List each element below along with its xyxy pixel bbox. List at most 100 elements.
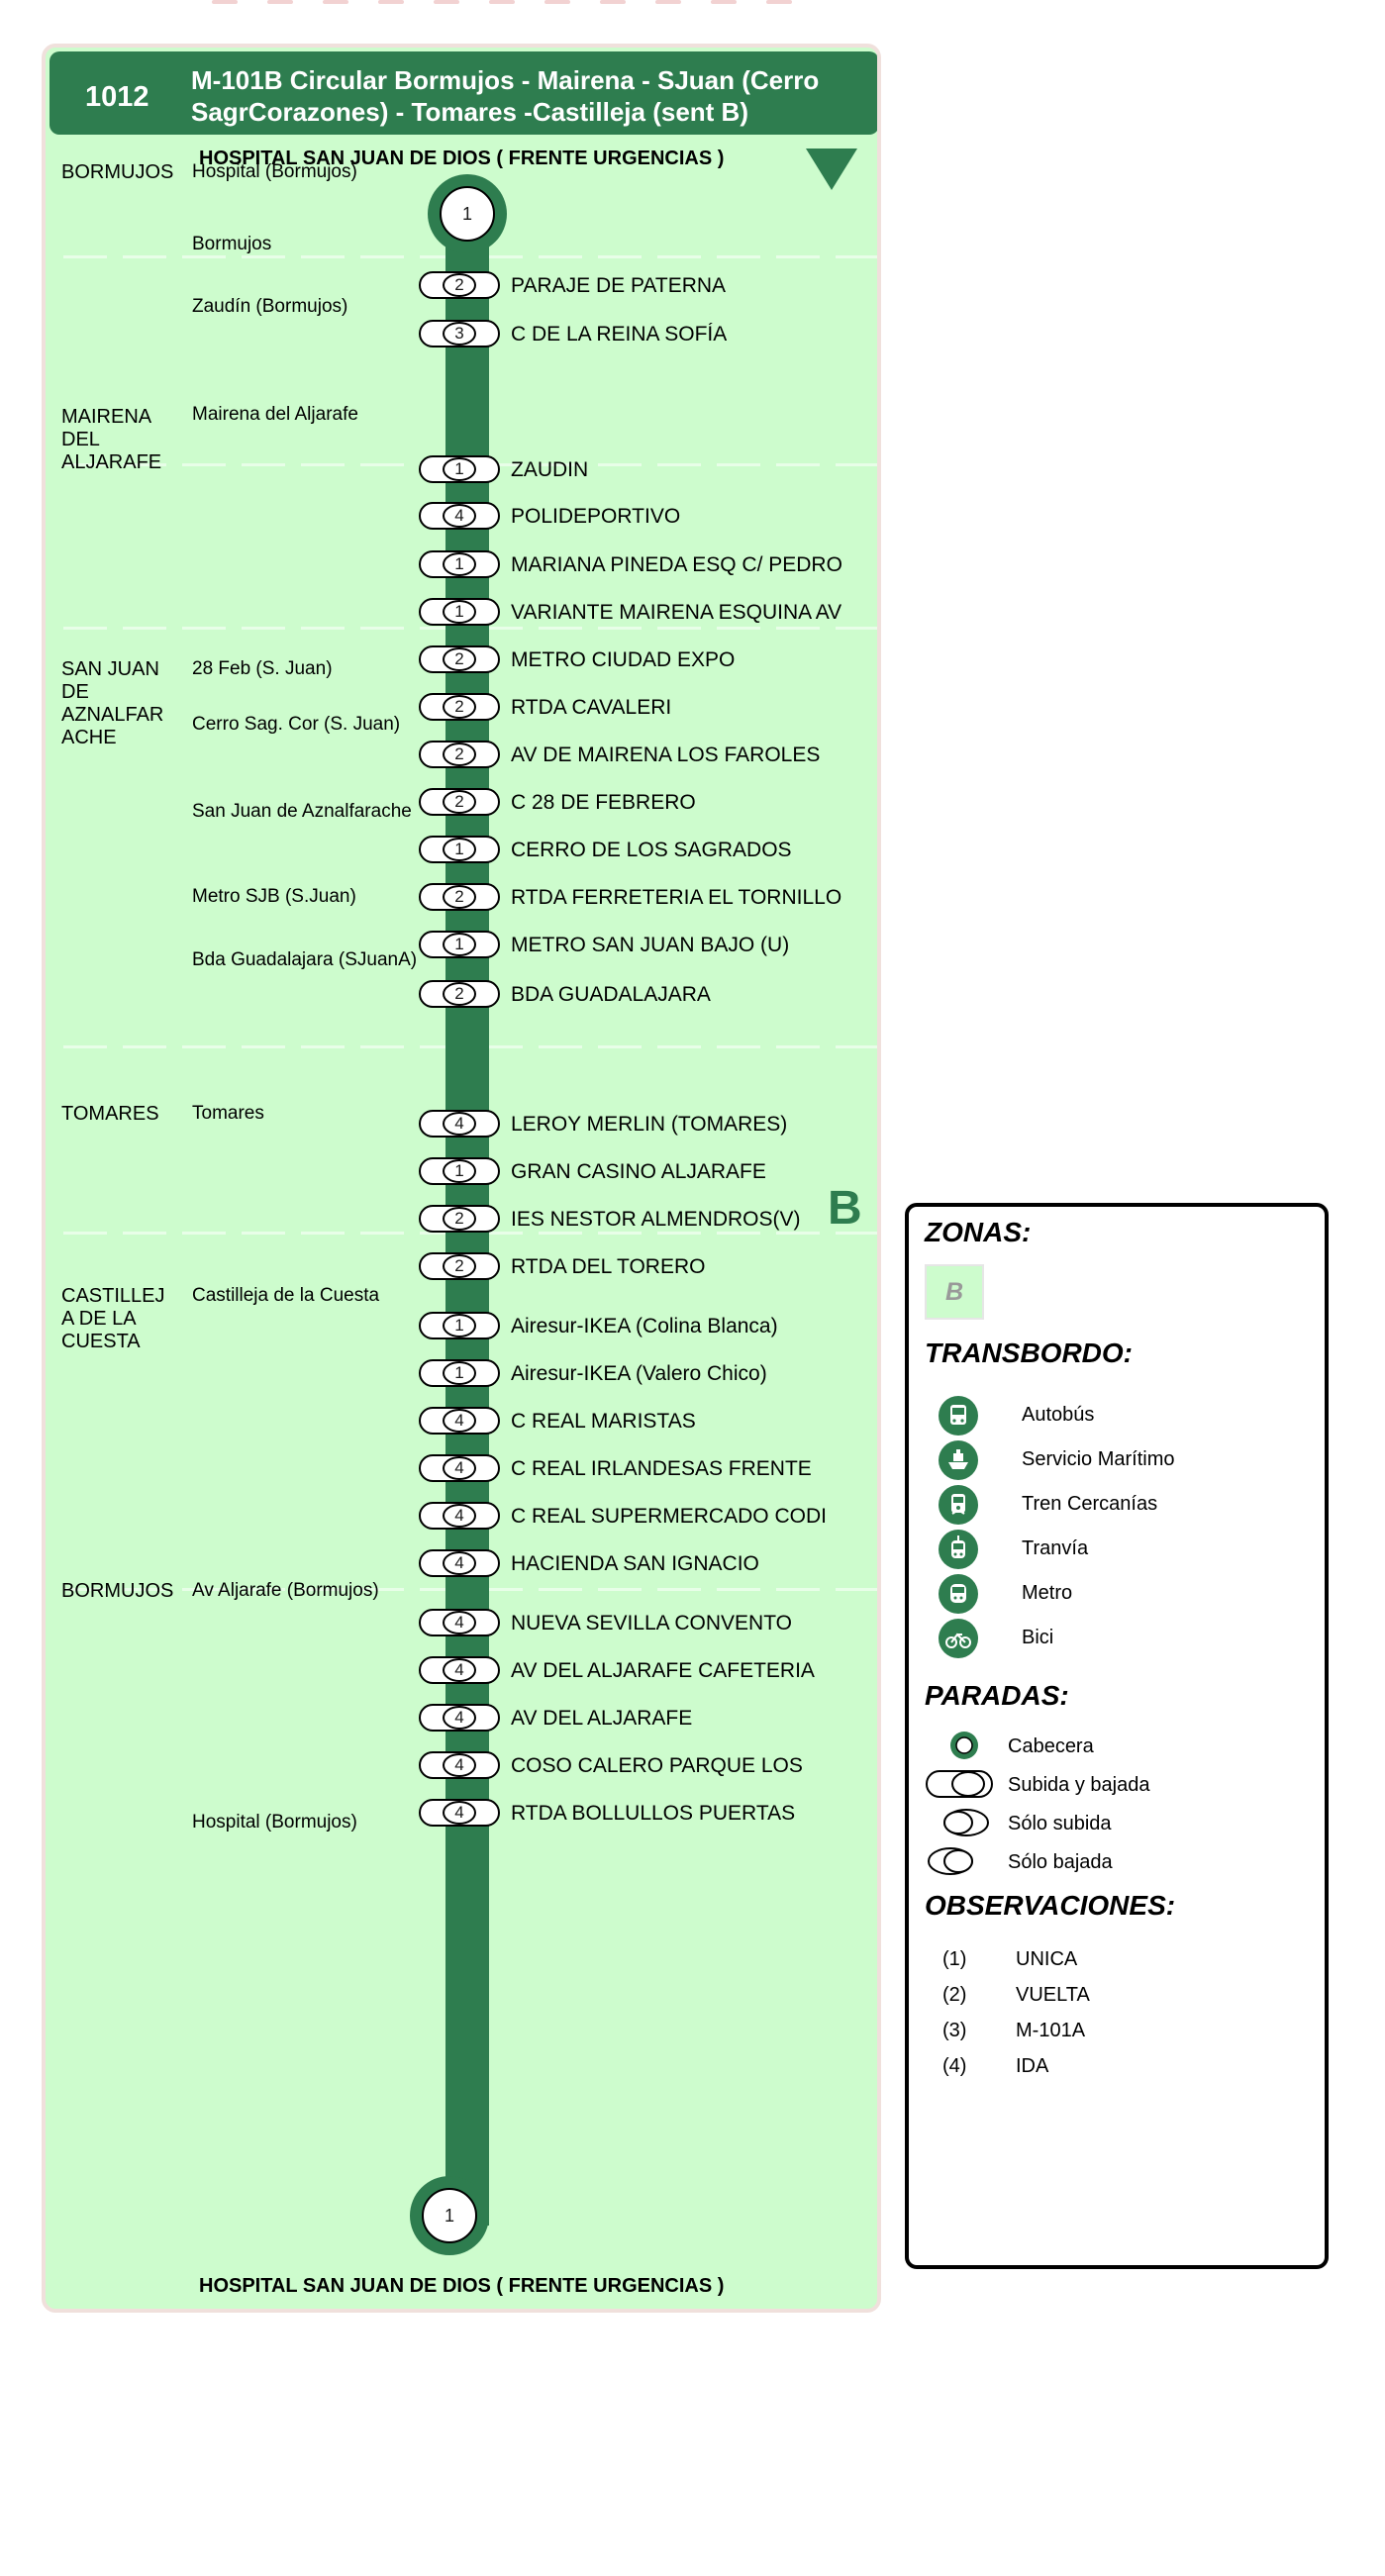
stop-observation-code: 2 (443, 1254, 476, 1278)
dash-segment (539, 255, 582, 258)
route-name-line-2: SagrCorazones) - Tomares -Castilleja (se… (191, 97, 748, 127)
stop-observation-code: 3 (443, 322, 476, 346)
dash-segment (420, 255, 463, 258)
dash-segment (360, 1232, 404, 1235)
stop-marker-icon: 4 (419, 1502, 500, 1530)
stop-name: PARAJE DE PATERNA (511, 274, 727, 297)
municipality-label: BORMUJOS (61, 161, 174, 183)
route-name-line-1: M-101B Circular Bormujos - Mairena - SJu… (191, 65, 820, 95)
stop-observation-code: 4 (443, 1706, 476, 1730)
dash-segment (123, 255, 166, 258)
top-dash (434, 0, 459, 4)
stop-name: LEROY MERLIN (TOMARES) (511, 1113, 788, 1136)
dash-segment (123, 463, 166, 466)
stop-marker-icon: 2 (419, 788, 500, 816)
board-alight-stop-icon (925, 1767, 996, 1806)
dash-row (46, 1045, 877, 1048)
dash-segment (717, 1045, 760, 1048)
top-dash (655, 0, 681, 4)
dash-segment (123, 1232, 166, 1235)
stop-marker-icon: 4 (419, 1656, 500, 1684)
stop-name: AV DEL ALJARAFE CAFETERIA (511, 1659, 815, 1682)
transfer-row: Tren Cercanías (939, 1485, 1315, 1525)
dash-segment (242, 255, 285, 258)
dash-segment (836, 255, 877, 258)
stop-type-label: Subida y bajada (1008, 1774, 1150, 1796)
stop-name: GRAN CASINO ALJARAFE (511, 1160, 766, 1183)
dash-segment (598, 255, 642, 258)
stop-marker-icon: 2 (419, 1252, 500, 1280)
stop-name: C REAL SUPERMERCADO CODI (511, 1505, 827, 1528)
observation-row: (1)UNICA (942, 1948, 1309, 1978)
dash-segment (539, 1045, 582, 1048)
dash-segment (717, 463, 760, 466)
dash-row (46, 255, 877, 258)
alight-only-stop-icon (925, 1844, 996, 1883)
stop-row: 4 C REAL SUPERMERCADO CODI (46, 1499, 877, 1533)
dash-segment (598, 627, 642, 630)
dash-segment (657, 1045, 701, 1048)
bike-icon (939, 1619, 978, 1658)
dash-segment (479, 255, 523, 258)
stop-marker-icon: 4 (419, 502, 500, 530)
dash-segment (657, 1588, 701, 1591)
dash-segment (242, 1045, 285, 1048)
stop-marker-icon: 4 (419, 1799, 500, 1827)
dash-segment (776, 1232, 820, 1235)
dash-segment (420, 1045, 463, 1048)
top-decoration (0, 0, 1385, 6)
dash-segment (182, 255, 226, 258)
locality-label: Metro SJB (S.Juan) (192, 886, 356, 907)
dash-segment (301, 255, 345, 258)
municipality-label: MAIRENA DEL ALJARAFE (61, 406, 162, 473)
transfer-label: Autobús (1022, 1404, 1095, 1426)
top-dash (711, 0, 737, 4)
municipality-label: BORMUJOS (61, 1580, 174, 1602)
stop-name: Airesur-IKEA (Valero Chico) (511, 1362, 767, 1385)
transfer-label: Tren Cercanías (1022, 1493, 1158, 1515)
top-dash (378, 0, 404, 4)
stop-type-label: Cabecera (1008, 1735, 1094, 1757)
stop-marker-icon: 4 (419, 1609, 500, 1636)
dash-segment (479, 1232, 523, 1235)
dash-segment (479, 1588, 523, 1591)
dash-segment (182, 1045, 226, 1048)
stop-name: POLIDEPORTIVO (511, 505, 681, 528)
dash-segment (301, 1232, 345, 1235)
observation-code: (4) (942, 2055, 967, 2077)
stop-name: Airesur-IKEA (Colina Blanca) (511, 1315, 778, 1338)
tram-icon (939, 1530, 978, 1569)
transfer-label: Servicio Marítimo (1022, 1448, 1175, 1470)
stop-row: 2 PARAJE DE PATERNA (46, 268, 877, 302)
dash-segment (776, 1045, 820, 1048)
dash-segment (301, 627, 345, 630)
dash-segment (360, 627, 404, 630)
stop-name: BDA GUADALAJARA (511, 983, 711, 1006)
zones-heading: ZONAS: (925, 1217, 1032, 1247)
dash-segment (598, 463, 642, 466)
stop-name: C 28 DE FEBRERO (511, 791, 696, 814)
stop-name: AV DEL ALJARAFE (511, 1707, 693, 1730)
dash-segment (242, 1588, 285, 1591)
origin-terminal-code: 1 (440, 186, 495, 242)
dash-segment (598, 1232, 642, 1235)
stop-name: ZAUDIN (511, 458, 589, 481)
transfer-label: Metro (1022, 1582, 1073, 1604)
stop-row: 4 POLIDEPORTIVO (46, 499, 877, 533)
zone-swatch: B (925, 1264, 984, 1320)
stop-observation-code: 2 (443, 273, 476, 297)
dash-segment (360, 463, 404, 466)
stop-name: VARIANTE MAIRENA ESQUINA AV (511, 601, 842, 624)
transfer-row: Metro (939, 1574, 1315, 1614)
